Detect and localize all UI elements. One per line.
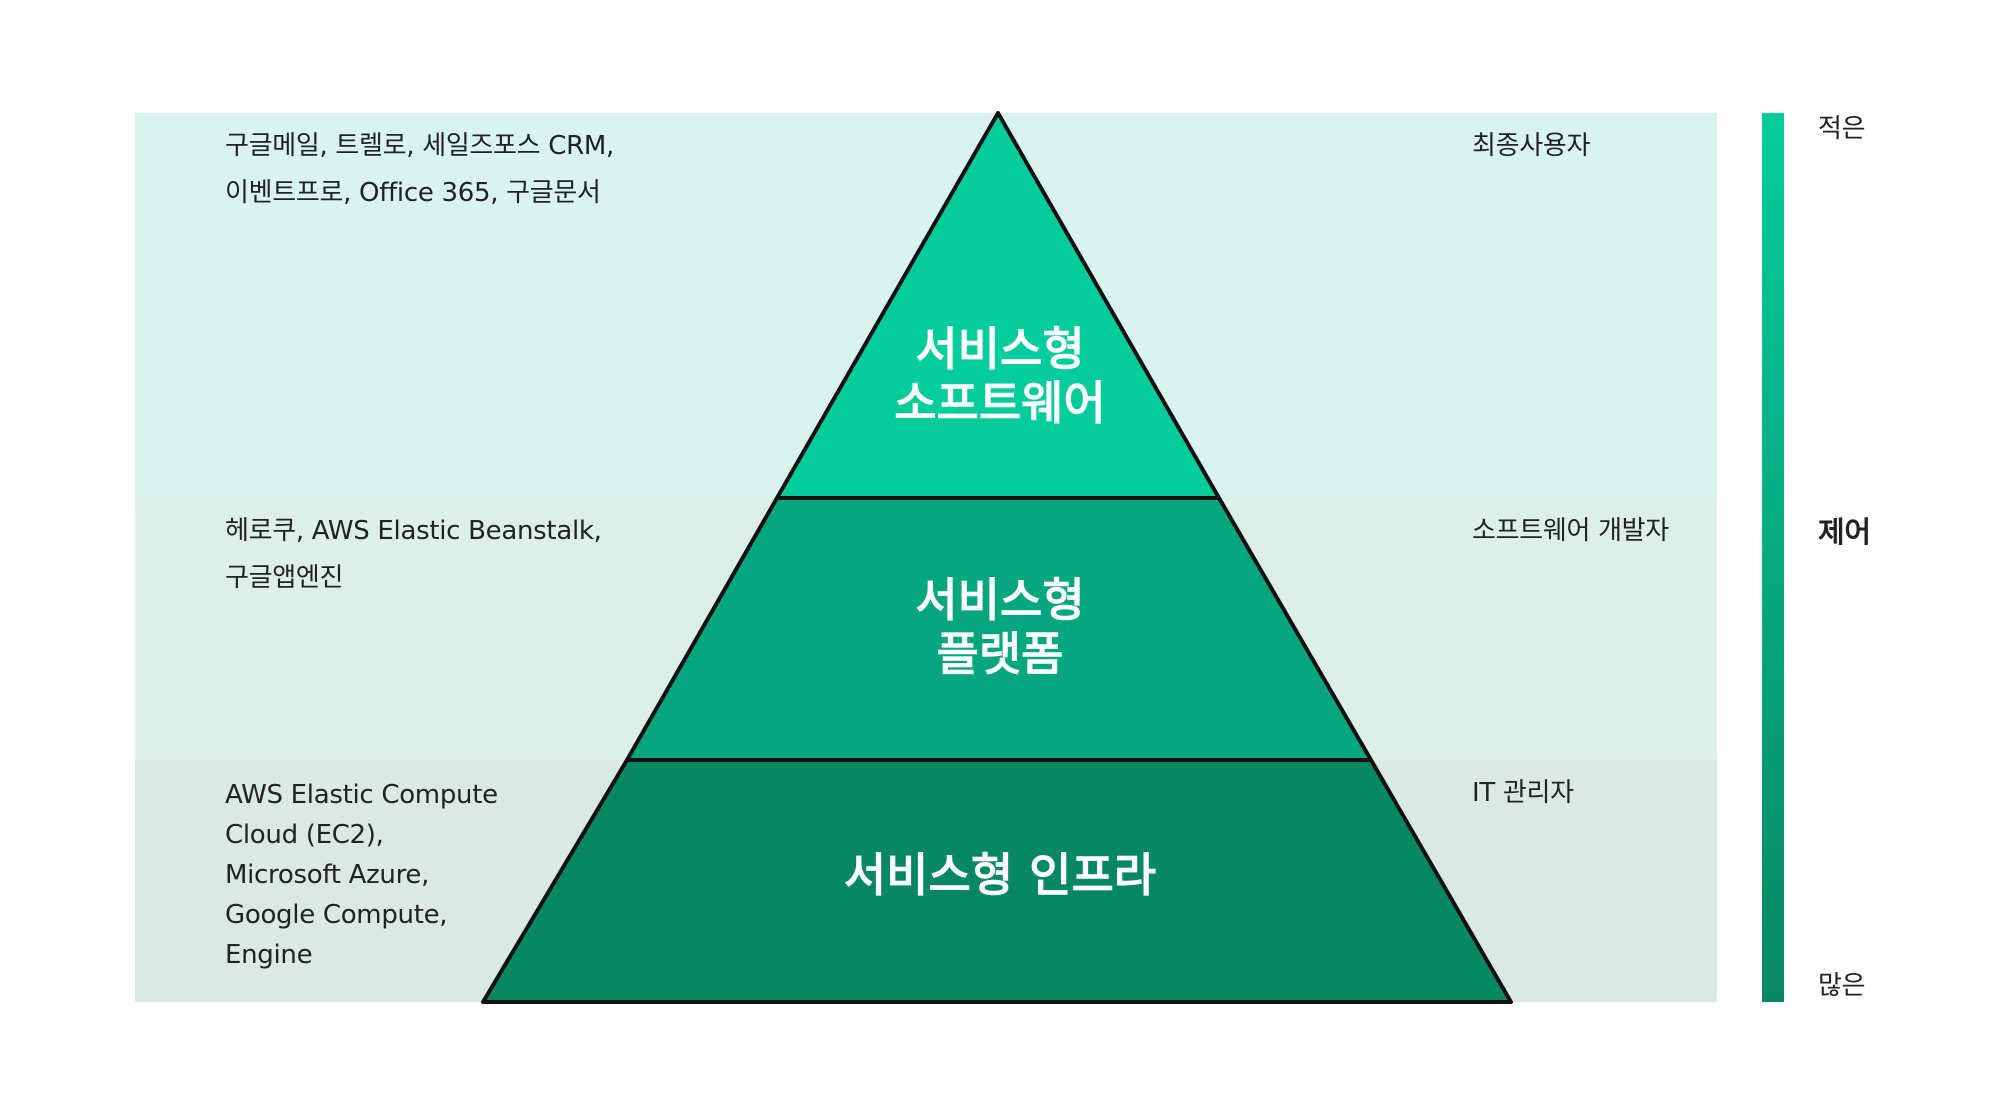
iaas-tier-label: 서비스형 인프라: [780, 848, 1220, 902]
paas-title-line1: 서비스형: [915, 573, 1085, 627]
saas-tier-shape: [775, 111, 1221, 500]
control-scale-bar: [1762, 113, 1784, 1002]
iaas-examples: AWS Elastic Compute Cloud (EC2), Microso…: [225, 780, 498, 970]
iaas-title-line1: 서비스형 인프라: [843, 848, 1157, 902]
saas-tier-label: 서비스형 소프트웨어: [780, 322, 1220, 430]
saas-title-line2: 소프트웨어: [894, 376, 1106, 430]
saas-title-line1: 서비스형: [915, 322, 1085, 376]
paas-role: 소프트웨어 개발자: [1472, 516, 1669, 546]
saas-role: 최종사용자: [1472, 131, 1591, 161]
iaas-role: IT 관리자: [1472, 778, 1574, 808]
paas-tier-label: 서비스형 플랫폼: [780, 573, 1220, 681]
paas-title-line2: 플랫폼: [936, 627, 1064, 681]
control-scale-top-label: 적은: [1818, 114, 1866, 144]
iaas-tier-shape: [481, 758, 1513, 1004]
paas-examples: 헤로쿠, AWS Elastic Beanstalk, 구글앱엔진: [225, 516, 602, 593]
control-scale-bottom-label: 많은: [1818, 971, 1866, 1001]
saas-examples: 구글메일, 트렐로, 세일즈포스 CRM, 이벤트프로, Office 365,…: [225, 131, 614, 208]
control-scale-middle-label: 제어: [1818, 515, 1871, 549]
